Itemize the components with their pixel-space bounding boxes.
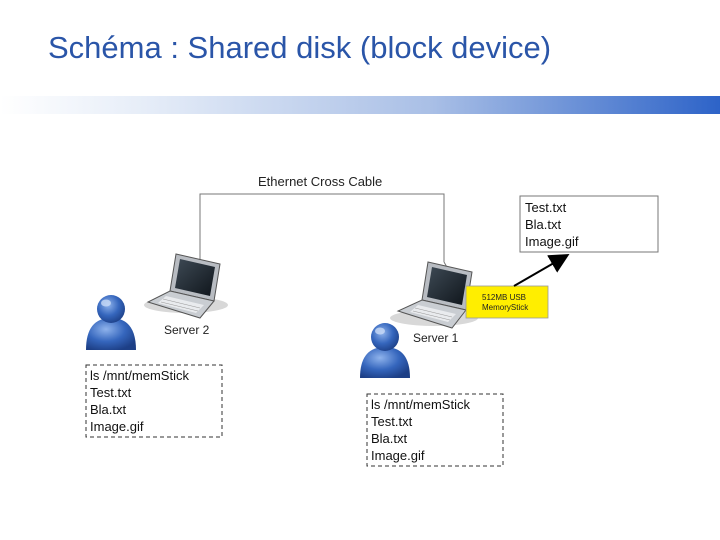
usb-label-line2: MemoryStick (482, 303, 529, 312)
server2-listing-line-3: Bla.txt (90, 402, 127, 417)
ethernet-cable (199, 193, 461, 291)
usb-file-2: Bla.txt (525, 217, 562, 232)
server1-listing-line-2: Test.txt (371, 414, 413, 429)
usb-file-3: Image.gif (525, 234, 579, 249)
slide-title: Schéma : Shared disk (block device) (48, 30, 552, 65)
user-icon-server1 (360, 323, 410, 378)
usb-memorystick-box (465, 285, 549, 319)
cable-label: Ethernet Cross Cable (258, 174, 382, 189)
title-gradient-bar (0, 96, 720, 114)
server1-listing-box (366, 393, 504, 467)
usb-to-files-arrow (513, 254, 570, 287)
usb-label-line1: 512MB USB (482, 293, 526, 302)
server1-listing-line-3: Bla.txt (371, 431, 408, 446)
server2-listing-line-2: Test.txt (90, 385, 132, 400)
server1-laptop-icon (390, 261, 478, 329)
user-icon-server2 (86, 295, 136, 350)
server2-label: Server 2 (164, 323, 210, 337)
server2-listing-line-1: ls /mnt/memStick (90, 368, 189, 383)
server1-label: Server 1 (413, 331, 459, 345)
server2-listing-line-4: Image.gif (90, 419, 144, 434)
usb-files-box (519, 195, 659, 253)
server2-laptop-icon (144, 253, 228, 319)
server2-listing-box (85, 364, 223, 438)
server1-listing-line-4: Image.gif (371, 448, 425, 463)
usb-file-1: Test.txt (525, 200, 567, 215)
server1-listing-line-1: ls /mnt/memStick (371, 397, 470, 412)
